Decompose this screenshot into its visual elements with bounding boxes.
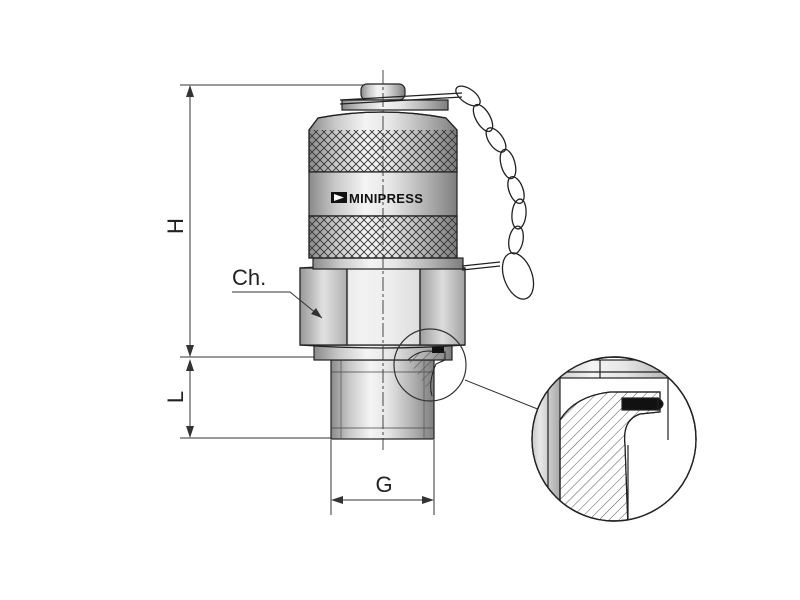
detail-marker [393, 328, 541, 411]
brand-label: MINIPRESS [349, 191, 423, 206]
fitting-body [299, 83, 466, 440]
dimension-label-height: H [163, 218, 188, 234]
dimension-label-thread: G [375, 472, 392, 497]
hex-nut [299, 264, 466, 349]
hex-label: Ch. [232, 265, 266, 290]
neck [312, 257, 464, 270]
dimension-label-thread-length: L [163, 391, 188, 403]
hex-leader-line [232, 291, 323, 319]
brand-logo-icon [331, 192, 347, 203]
chain [339, 85, 535, 300]
dimension-lines [180, 84, 435, 515]
detail-view [531, 356, 697, 522]
dimension-arrows [186, 85, 434, 504]
